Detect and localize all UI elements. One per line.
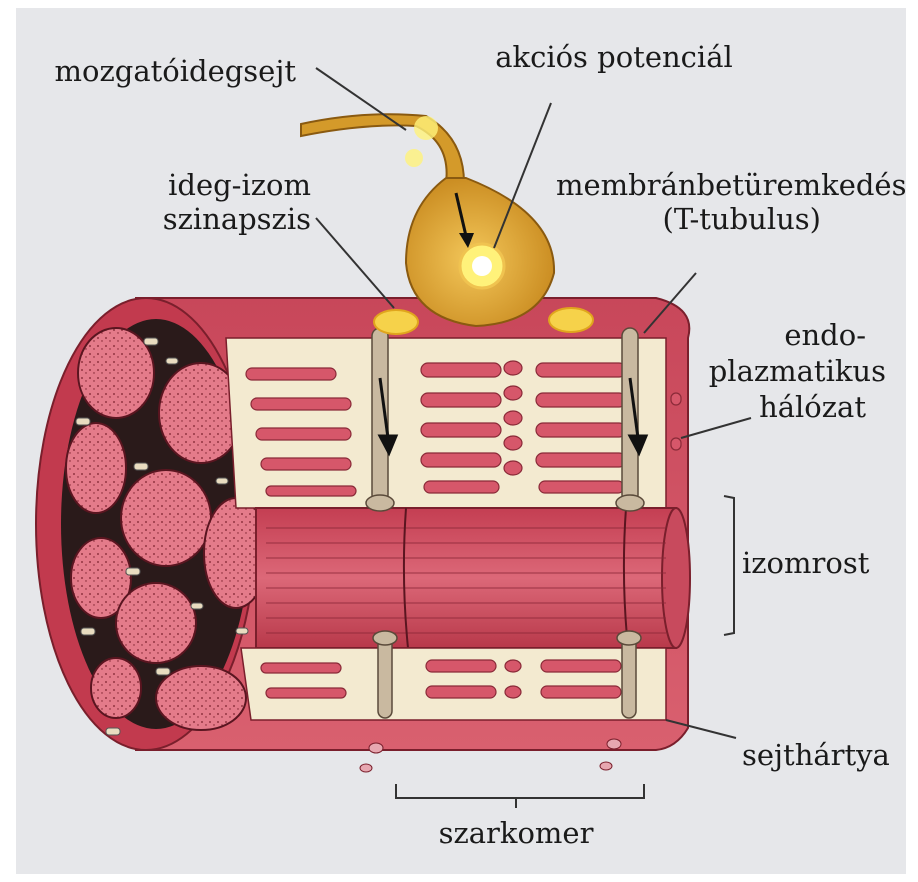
label-t-tubule-line2: (T-tubulus) bbox=[556, 202, 821, 236]
label-myofiber: izomrost bbox=[742, 546, 892, 580]
lower-er-band bbox=[241, 648, 666, 720]
label-motor-neuron: mozgatóidegsejt bbox=[36, 54, 296, 88]
myofibril-cylinder bbox=[256, 508, 690, 648]
label-er-line3: hálózat bbox=[706, 390, 866, 424]
label-membrane: sejthártya bbox=[742, 738, 892, 772]
label-sarcomere: szarkomer bbox=[426, 816, 606, 850]
upper-er-band bbox=[226, 338, 681, 508]
label-t-tubule-line1: membránbetüremkedés bbox=[556, 168, 886, 202]
label-er-line1: endo- bbox=[706, 318, 866, 352]
label-synapse-line1: ideg-izom bbox=[126, 168, 311, 202]
label-action-potential: akciós potenciál bbox=[484, 40, 744, 74]
label-er-line2: plazmatikus bbox=[706, 354, 886, 388]
motor-neuron bbox=[301, 114, 554, 326]
label-synapse-line2: szinapszis bbox=[126, 202, 311, 236]
diagram-canvas: mozgatóidegsejt akciós potenciál ideg-iz… bbox=[16, 8, 906, 874]
